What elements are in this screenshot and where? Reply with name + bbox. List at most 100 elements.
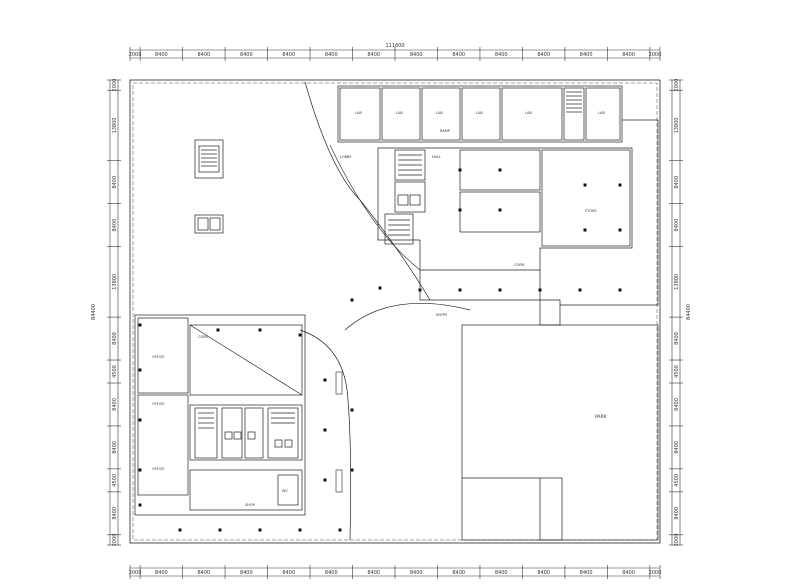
- label-big-right: PARK: [595, 414, 608, 420]
- top-lab-block: [337, 85, 659, 306]
- lab-room-label: LAB: [396, 111, 403, 115]
- column: [618, 288, 622, 292]
- right-dim-label: 4500: [674, 365, 680, 378]
- label-mid-right: STORE: [585, 209, 597, 213]
- label-mid-center: HALL: [432, 155, 441, 159]
- overall-dimension-top: 111600: [385, 43, 404, 49]
- bottom-dim-label: 8400: [240, 570, 253, 576]
- bottom-dim-label: 8400: [367, 570, 380, 576]
- bottom-dim-label: 8400: [325, 570, 338, 576]
- right-dim-label: 8400: [674, 332, 680, 345]
- right-dim-label: 8400: [674, 441, 680, 454]
- column: [538, 288, 542, 292]
- top-dim-label: 8400: [282, 52, 295, 58]
- plaza-curve-2: [344, 302, 471, 331]
- column: [298, 333, 302, 337]
- left-dim-label: 4500: [112, 365, 118, 378]
- left-dim-label: 2000: [112, 534, 118, 547]
- column: [350, 468, 354, 472]
- left-dim-label: 4500: [112, 474, 118, 487]
- column: [138, 468, 142, 472]
- right-dim-label: 8400: [674, 398, 680, 411]
- column: [323, 428, 327, 432]
- label-left-b: OFFICE: [152, 402, 164, 406]
- left-dimension-chain: [107, 79, 121, 546]
- column: [138, 368, 142, 372]
- ramp-curve: [304, 81, 431, 301]
- label-left-c: OFFICE: [152, 467, 164, 471]
- bottom-dim-label: 8400: [282, 570, 295, 576]
- left-dim-label: 13800: [112, 274, 118, 290]
- label-small: WC: [282, 489, 288, 493]
- right-dim-label: 13800: [674, 274, 680, 290]
- lab-room-label: LAB: [598, 111, 605, 115]
- right-dim-label: 4500: [674, 474, 680, 487]
- column: [178, 528, 182, 532]
- column: [498, 168, 502, 172]
- bottom-dim-label: 2000: [649, 570, 662, 576]
- top-dim-label: 8400: [495, 52, 508, 58]
- top-dim-label: 8400: [622, 52, 635, 58]
- lab-room-label: LAB: [436, 111, 443, 115]
- column: [458, 168, 462, 172]
- column: [216, 328, 220, 332]
- column: [498, 208, 502, 212]
- kiosk: [335, 371, 343, 395]
- bottom-dim-label: 8400: [410, 570, 423, 576]
- column: [378, 286, 382, 290]
- left-dim-label: 8400: [112, 219, 118, 232]
- column: [258, 328, 262, 332]
- column: [138, 418, 142, 422]
- column: [618, 228, 622, 232]
- column: [458, 288, 462, 292]
- label-entrance: ENTRY: [436, 313, 448, 317]
- top-dim-label: 8400: [410, 52, 423, 58]
- left-dimension-labels: 2000138008400840013800840045008400840045…: [112, 79, 118, 547]
- label-bottom: SHOP: [245, 503, 255, 507]
- site-boundary-dashed: [132, 82, 658, 541]
- label-left-a: OFFICE: [152, 355, 164, 359]
- top-dim-label: 2000: [129, 52, 142, 58]
- top-dimension-chain: [129, 47, 661, 61]
- site-boundary: [129, 79, 661, 544]
- column: [138, 503, 142, 507]
- left-building: [134, 314, 306, 516]
- top-dim-label: 8400: [155, 52, 168, 58]
- overall-dimension-left: 84400: [91, 304, 97, 320]
- structural-columns: [138, 168, 622, 532]
- column: [583, 228, 587, 232]
- right-dim-label: 2000: [674, 79, 680, 92]
- top-dim-label: 8400: [580, 52, 593, 58]
- left-dim-label: 8400: [112, 176, 118, 189]
- ramp-curve-inner: [329, 144, 421, 271]
- right-parking-block: [461, 324, 659, 541]
- bottom-dim-label: 8400: [537, 570, 550, 576]
- bottom-dim-label: 8400: [197, 570, 210, 576]
- column: [323, 478, 327, 482]
- column: [618, 183, 622, 187]
- column: [323, 378, 327, 382]
- plaza-curve: [299, 329, 352, 541]
- top-dim-label: 8400: [367, 52, 380, 58]
- column: [138, 323, 142, 327]
- left-dim-label: 13800: [112, 118, 118, 134]
- right-dimension-chain: [669, 79, 683, 546]
- bottom-dim-label: 2000: [129, 570, 142, 576]
- middle-block: [377, 147, 633, 326]
- right-dim-label: 13800: [674, 118, 680, 134]
- bottom-dim-label: 8400: [495, 570, 508, 576]
- standalone-cores: [194, 139, 224, 234]
- right-dimension-labels: 2000138008400840013800840045008400840045…: [674, 79, 680, 547]
- label-ramp: RAMP: [440, 129, 450, 133]
- left-dim-label: 2000: [112, 79, 118, 92]
- label-corridor: CORR.: [514, 263, 525, 267]
- overall-dimension-right: 84400: [686, 304, 692, 320]
- lab-room-label: LAB: [476, 111, 483, 115]
- column: [418, 288, 422, 292]
- top-dim-label: 8400: [537, 52, 550, 58]
- label-core: CORE: [198, 335, 208, 339]
- column: [218, 528, 222, 532]
